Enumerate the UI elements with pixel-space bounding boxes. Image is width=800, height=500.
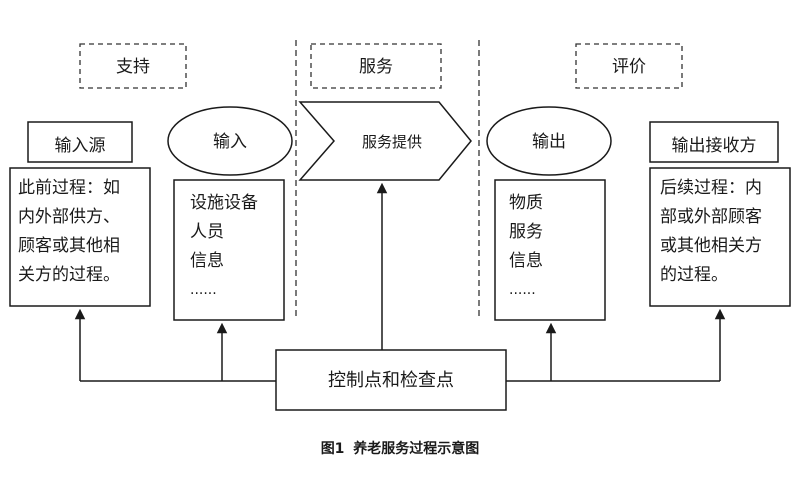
service-label: 服务 <box>359 57 393 77</box>
output-receiver-line: 或其他相关方 <box>660 236 762 256</box>
input-title: 输入 <box>213 132 247 152</box>
output-receiver-title-box <box>649 121 779 163</box>
support-label: 支持 <box>116 57 150 77</box>
output-item: 信息 <box>509 251 543 271</box>
output-detail-box <box>494 179 606 321</box>
control-label: 控制点和检查点 <box>328 370 454 391</box>
input-source-line: 关方的过程。 <box>18 265 120 285</box>
input-item: 信息 <box>190 251 224 271</box>
input-source-detail-box <box>9 167 151 307</box>
output-receiver-title: 输出接收方 <box>671 136 757 156</box>
input-source-line: 顾客或其他相 <box>18 236 120 256</box>
output-receiver-text: 后续过程：内 部或外部顾客 或其他相关方 的过程。 <box>660 174 790 290</box>
input-source-line: 内外部供方、 <box>18 207 120 227</box>
input-item: 设施设备 <box>190 193 258 213</box>
evaluation-label: 评价 <box>612 57 646 77</box>
control-box <box>275 349 507 411</box>
output-receiver-detail-box <box>649 167 791 307</box>
service-provide-title: 服务提供 <box>362 133 422 151</box>
input-source-title-box <box>27 121 133 163</box>
output-receiver-line: 后续过程：内 <box>660 178 762 198</box>
output-ellipse <box>486 106 612 176</box>
input-detail-box <box>173 179 285 321</box>
evaluation-header-box <box>575 43 683 89</box>
input-source-title: 输入源 <box>54 136 106 156</box>
output-item: 物质 <box>509 193 543 213</box>
service-provide-chevron <box>298 101 472 181</box>
output-receiver-line: 的过程。 <box>660 265 728 285</box>
output-item: ...... <box>509 282 536 298</box>
input-source-line: 此前过程：如 <box>18 178 120 198</box>
input-item: ...... <box>190 282 217 298</box>
figure-caption: 图1 养老服务过程示意图 <box>320 441 480 457</box>
support-header-box <box>79 43 187 89</box>
output-item: 服务 <box>509 222 543 242</box>
output-receiver-line: 部或外部顾客 <box>660 207 762 227</box>
input-ellipse <box>167 106 293 176</box>
input-items: 设施设备 人员 信息 ...... <box>190 189 282 305</box>
output-title: 输出 <box>532 132 566 152</box>
input-source-text: 此前过程：如 内外部供方、 顾客或其他相 关方的过程。 <box>18 174 150 290</box>
input-item: 人员 <box>190 222 224 242</box>
service-header-box <box>310 43 442 89</box>
output-items: 物质 服务 信息 ...... <box>509 189 601 305</box>
